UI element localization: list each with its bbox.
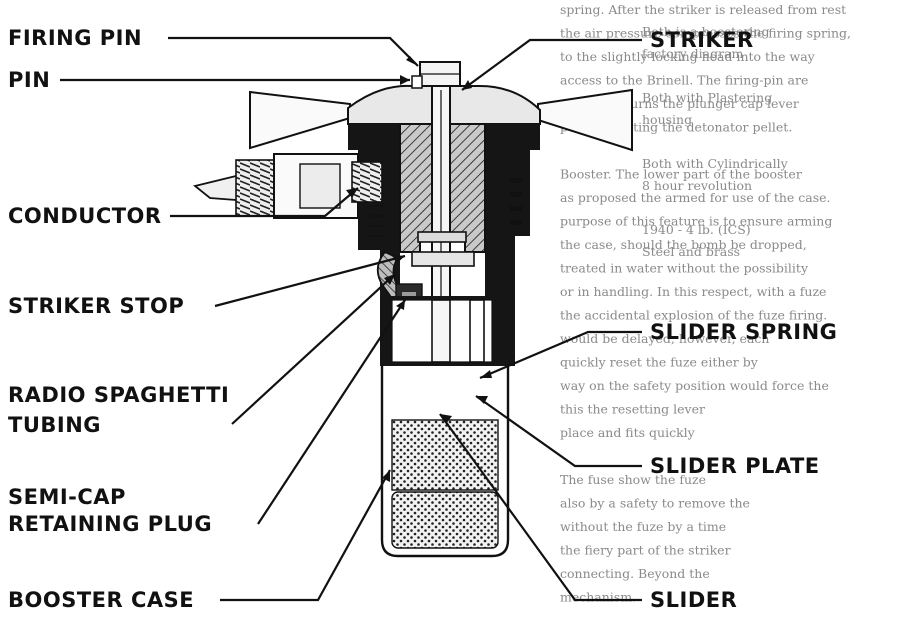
background-text-line: connecting. Beyond the: [560, 566, 710, 581]
background-text-line: Both with Cylindrically: [642, 156, 789, 171]
background-text-line: or in handling. In this respect, with a …: [560, 284, 826, 299]
leader-arrowheads: [346, 56, 492, 482]
background-text-line: treated in water without the possibility: [560, 261, 809, 276]
background-text-line: the air pressure compresses the firing s…: [560, 26, 851, 41]
threads-right: [510, 178, 522, 225]
booster-charge-upper: [391, 419, 499, 491]
leader-lines: [60, 36, 642, 602]
striker-stop-block: [411, 251, 475, 267]
label-semi-cap-line2: RETAINING PLUG: [8, 512, 212, 536]
conductor-coupling: [235, 159, 275, 217]
conductor-contact: [351, 161, 383, 203]
background-text-line: quickly reset the fuze either by: [560, 355, 759, 370]
background-text-line: Booster. The lower part of the booster: [560, 167, 802, 182]
label-slider-plate: SLIDER PLATE: [650, 454, 820, 478]
background-text-line: way on the safety position would force t…: [560, 378, 829, 393]
background-text-line: purpose of this feature is to ensure arm…: [560, 214, 832, 229]
background-text-line: Both with Plastering: [642, 90, 772, 105]
background-text-line: place and fits quickly: [560, 425, 696, 440]
background-text-line: this the resetting lever: [560, 402, 705, 417]
background-text-line: would be delayed, however, each: [560, 331, 769, 346]
striker-collar: [417, 231, 467, 243]
booster-charge-lower: [391, 491, 499, 549]
label-striker-stop: STRIKER STOP: [8, 294, 184, 318]
label-pin: PIN: [8, 68, 50, 92]
fuze-cross-section: [193, 61, 633, 558]
background-text-line: the fiery part of the striker: [560, 543, 731, 558]
callout-labels: FIRING PIN PIN CONDUCTOR STRIKER STOP RA…: [8, 26, 837, 612]
background-text-line: spring. After the striker is released fr…: [560, 2, 846, 17]
pin-head: [411, 75, 423, 89]
background-text-line: housing: [642, 112, 692, 127]
background-text-line: mechanism.: [560, 590, 636, 605]
background-text-line: access to the Brinell. The firing-pin ar…: [560, 73, 808, 88]
label-slider-spring: SLIDER SPRING: [650, 320, 837, 344]
left-vane: [249, 90, 351, 150]
background-text-line: The fuse show the fuze: [560, 472, 706, 487]
background-text-line: without the fuze by a time: [560, 519, 726, 534]
background-text-line: Steel and brass: [642, 244, 740, 259]
background-text-line: 8 hour revolution: [642, 178, 752, 193]
label-firing-pin: FIRING PIN: [8, 26, 142, 50]
right-housing: [485, 124, 540, 300]
label-semi-cap-line1: SEMI-CAP: [8, 485, 126, 509]
background-text-line: as proposed the armed for use of the cas…: [560, 190, 831, 205]
right-vane: [537, 88, 633, 152]
background-text-line: the case, should the bomb be dropped,: [560, 237, 807, 252]
background-text-line: factory diagram: [642, 46, 744, 61]
background-page-text: spring. After the striker is released fr…: [560, 2, 851, 605]
background-text-line: the accidental explosion of the fuze fir…: [560, 308, 827, 323]
label-radio-spaghetti-line2: TUBING: [8, 413, 101, 437]
label-striker: STRIKER: [650, 28, 754, 52]
background-text-line: 1940 - 4 lb. (ICS): [642, 222, 751, 237]
label-conductor: CONDUCTOR: [8, 204, 162, 228]
background-text-line: Both is a boostering: [642, 24, 769, 39]
background-text-line: also by a safety to remove the: [560, 496, 750, 511]
label-slider: SLIDER: [650, 588, 737, 612]
background-text-line: to the slightly locking head into the wa…: [560, 49, 816, 64]
label-radio-spaghetti-line1: RADIO SPAGHETTI: [8, 383, 229, 407]
label-booster-case: BOOSTER CASE: [8, 588, 194, 612]
